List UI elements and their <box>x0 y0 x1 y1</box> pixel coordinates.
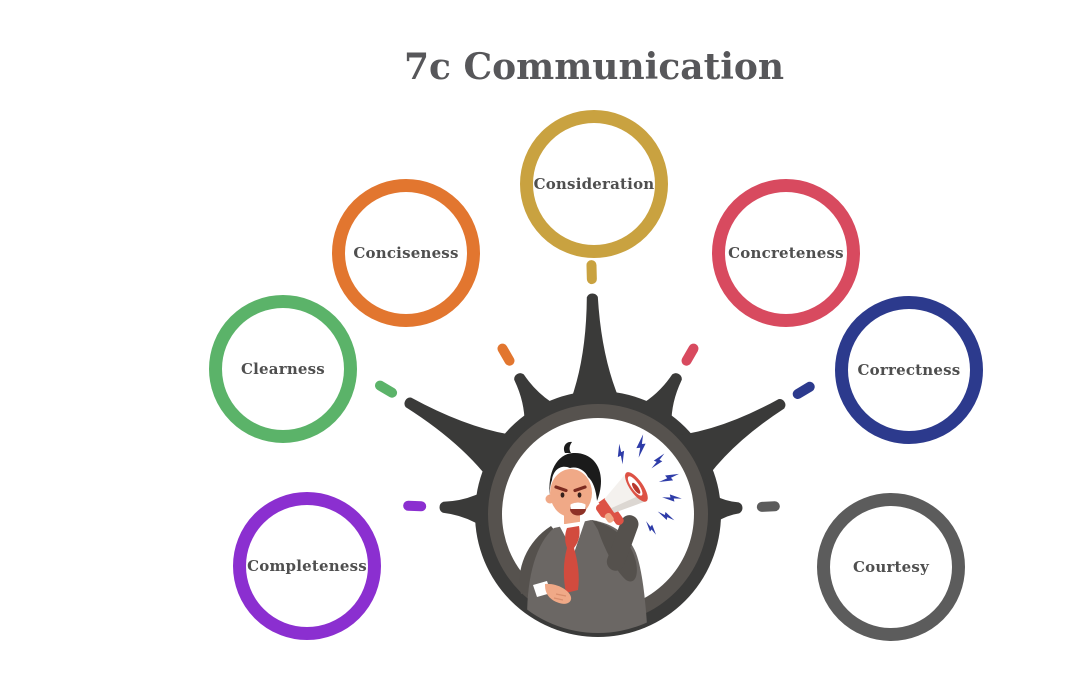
head <box>545 441 601 517</box>
dash-consideration <box>586 260 597 285</box>
node-conciseness-label: Conciseness <box>353 244 459 262</box>
spoke-completeness <box>403 476 505 543</box>
man-with-megaphone-illustration <box>519 441 648 633</box>
page-title: 7c Communication <box>403 46 785 88</box>
node-conciseness: Conciseness <box>332 179 480 327</box>
hair <box>549 452 601 501</box>
node-clearness-label: Clearness <box>241 360 325 378</box>
dash-conciseness <box>497 343 515 366</box>
megaphone-icon <box>595 472 648 526</box>
node-consideration: Consideration <box>520 110 668 258</box>
dash-courtesy <box>756 501 780 512</box>
right-eye <box>577 492 582 498</box>
tie <box>563 526 580 593</box>
gripping-fingers <box>604 512 614 523</box>
node-consideration-label: Consideration <box>533 175 655 193</box>
hand-on-hip <box>533 581 572 604</box>
node-courtesy-label: Courtesy <box>853 558 929 576</box>
node-concreteness: Concreteness <box>712 179 860 327</box>
node-clearness: Clearness <box>209 295 357 443</box>
node-correctness-label: Correctness <box>857 361 961 379</box>
node-correctness: Correctness <box>835 296 983 444</box>
node-completeness-label: Completeness <box>247 557 367 575</box>
teeth <box>570 502 586 509</box>
dash-clearness <box>375 380 398 398</box>
node-concreteness-label: Concreteness <box>728 244 844 262</box>
node-completeness: Completeness <box>233 492 381 640</box>
dash-correctness <box>792 381 815 399</box>
left-eye <box>560 492 565 498</box>
node-courtesy: Courtesy <box>817 493 965 641</box>
angry-eyebrows <box>554 485 587 493</box>
right-forearm <box>606 515 639 571</box>
dash-concreteness <box>681 343 699 366</box>
spoke-consideration <box>562 260 629 420</box>
dash-completeness <box>403 500 427 512</box>
